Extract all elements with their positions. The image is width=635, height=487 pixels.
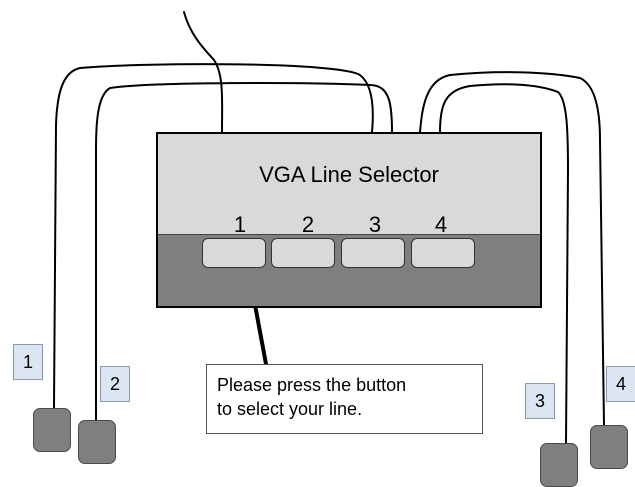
cable-4 (439, 83, 569, 444)
cable-label-3: 3 (525, 383, 555, 419)
line-4-button[interactable] (411, 238, 475, 268)
button-number-3: 3 (368, 212, 382, 237)
cable-4-plug (590, 425, 628, 469)
cable-label-1: 1 (13, 344, 43, 380)
cable-label-4: 4 (606, 366, 635, 402)
line-1-button[interactable] (202, 238, 266, 268)
instruction-callout: Please press the button to select your l… (206, 364, 483, 434)
button-number-1: 1 (233, 212, 247, 237)
input-cable (183, 11, 224, 133)
cable-2-plug (78, 420, 116, 464)
selector-title: VGA Line Selector (259, 162, 439, 187)
line-3-button[interactable] (341, 238, 405, 268)
cable-2 (95, 82, 393, 421)
cable-3-plug (540, 443, 578, 487)
callout-line-1: Please press the button (217, 375, 407, 395)
callout-line-2: to select your line. (217, 399, 363, 419)
cable-1 (53, 63, 374, 409)
vga-selector-box: VGA Line Selector 1 2 3 4 (156, 132, 542, 308)
button-number-4: 4 (434, 212, 448, 237)
line-2-button[interactable] (271, 238, 335, 268)
cable-3 (419, 71, 605, 426)
cable-label-2: 2 (100, 366, 130, 402)
button-number-2: 2 (301, 212, 315, 237)
cable-1-plug (33, 408, 71, 452)
